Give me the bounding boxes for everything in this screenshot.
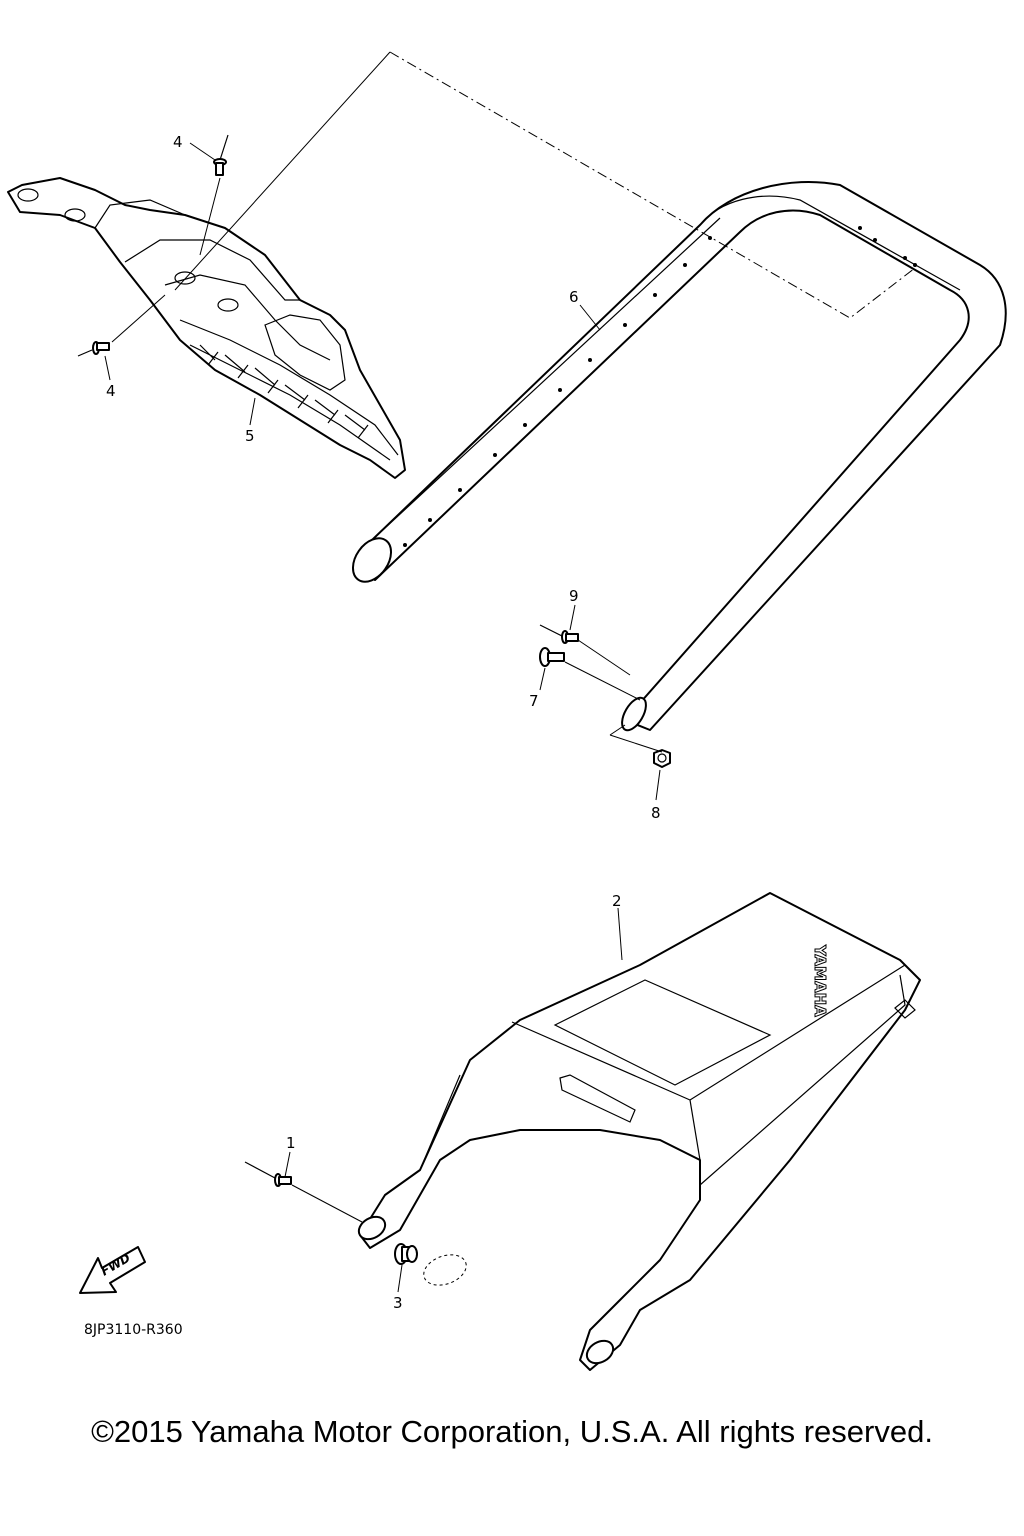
part-4-rivet-top — [213, 134, 229, 176]
callout-8: 8 — [651, 804, 661, 822]
part-2-seat: YAMAHA — [357, 892, 921, 1371]
seat-brand-mark: YAMAHA — [811, 944, 829, 1017]
callout-9: 9 — [569, 587, 579, 605]
callout-4-left: 4 — [106, 382, 116, 400]
callout-2: 2 — [612, 892, 622, 910]
callout-5: 5 — [245, 427, 255, 445]
copyright-notice: ©2015 Yamaha Motor Corporation, U.S.A. A… — [91, 1414, 933, 1449]
part-5-rear-flap — [7, 177, 406, 479]
callout-6: 6 — [569, 288, 579, 306]
part-6-bumper — [351, 181, 1007, 732]
callout-7: 7 — [529, 692, 539, 710]
fwd-arrow-icon: FWD — [79, 1246, 146, 1294]
callout-3: 3 — [393, 1294, 403, 1312]
part-1-rivet — [244, 1161, 292, 1187]
part-7-bolt — [539, 647, 565, 667]
bumper-holes — [403, 226, 917, 547]
part-9-rivet — [539, 624, 579, 644]
part-4-rivet-left — [77, 341, 110, 357]
callout-4-top: 4 — [173, 133, 183, 151]
drawing-code: 8JP3110-R360 — [84, 1322, 183, 1338]
part-8-nut — [653, 749, 671, 768]
callout-1: 1 — [286, 1134, 296, 1152]
part-3-grommet — [394, 1243, 467, 1286]
